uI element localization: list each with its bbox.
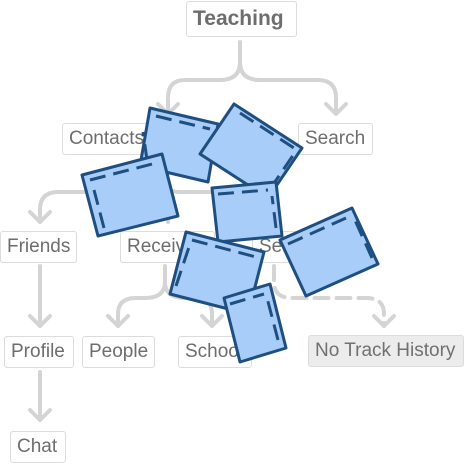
tile-7	[222, 282, 288, 364]
node-people[interactable]: People	[82, 336, 155, 368]
arrow-profile	[28, 314, 52, 328]
arrow-friends	[28, 210, 52, 224]
edge-teaching-search	[238, 60, 338, 114]
arrow-chat	[28, 408, 52, 422]
node-chat[interactable]: Chat	[10, 431, 66, 463]
tile-4	[210, 180, 284, 244]
node-friends[interactable]: Friends	[0, 231, 77, 263]
arrow-notrack	[372, 314, 396, 328]
node-profile[interactable]: Profile	[4, 336, 74, 368]
tile-5	[278, 206, 380, 298]
node-no-track-history[interactable]: No Track History	[308, 335, 464, 367]
node-teaching[interactable]: Teaching	[186, 1, 297, 37]
tile-2	[80, 152, 180, 238]
edge-sent-notrack	[272, 264, 386, 328]
arrow-people	[106, 314, 130, 328]
node-contacts[interactable]: Contacts	[62, 123, 156, 155]
arrow-school	[200, 314, 224, 328]
arrow-search	[324, 102, 348, 116]
node-search[interactable]: Search	[298, 123, 373, 155]
